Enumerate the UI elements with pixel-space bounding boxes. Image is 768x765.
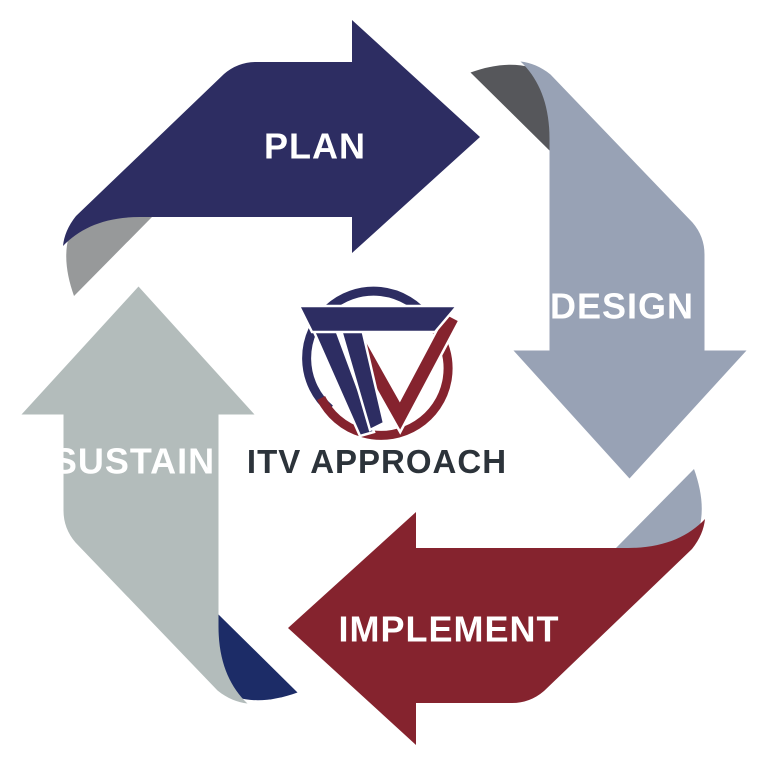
itv-logo — [296, 286, 460, 440]
diagram-title: ITV APPROACH — [247, 443, 507, 480]
logo-t-bar — [296, 304, 460, 334]
arrow-implement — [288, 469, 705, 745]
plan-label: PLAN — [264, 126, 366, 167]
design-label: DESIGN — [550, 286, 694, 327]
sustain-label: SUSTAIN — [53, 441, 215, 482]
arrow-design — [470, 61, 747, 479]
arrow-sustain — [21, 286, 298, 704]
logo-circle-maroon-arc — [316, 323, 453, 440]
implement-label: IMPLEMENT — [339, 609, 560, 650]
